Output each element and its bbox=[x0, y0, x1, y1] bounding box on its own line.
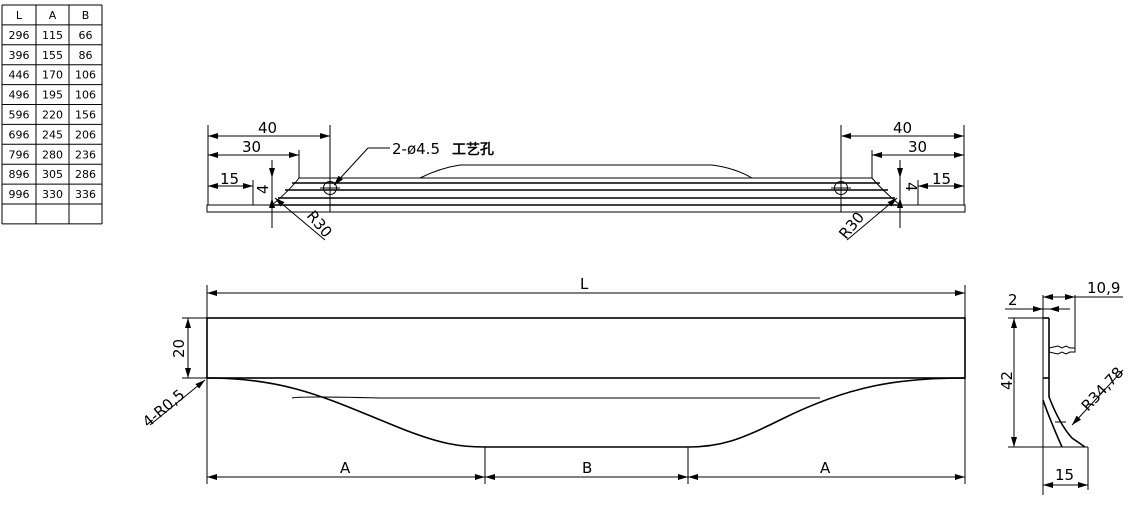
table-cell: 170 bbox=[42, 69, 63, 82]
front-view: L 20 4-R0,5 A B A bbox=[139, 275, 966, 484]
dim-l: L bbox=[580, 275, 589, 293]
hole-note-cn: 工艺孔 bbox=[452, 141, 494, 158]
dim-20: 20 bbox=[170, 339, 188, 358]
table-cell: 286 bbox=[75, 168, 96, 181]
table-cell: 336 bbox=[75, 188, 96, 201]
table-cell: 796 bbox=[9, 148, 30, 161]
table-header: L bbox=[16, 9, 23, 22]
table-cell: 115 bbox=[42, 29, 63, 42]
dim-4-left: 4 bbox=[254, 184, 272, 194]
table-cell: 220 bbox=[42, 109, 63, 122]
table-cell: 596 bbox=[9, 109, 30, 122]
table-cell: 996 bbox=[9, 188, 30, 201]
table-cell: 330 bbox=[42, 188, 63, 201]
dim-30-left: 30 bbox=[242, 138, 261, 156]
table-cell: 896 bbox=[9, 168, 30, 181]
radius-r30-right: R30 bbox=[835, 208, 868, 242]
dim-b: B bbox=[582, 459, 592, 477]
dim-10-9: 10,9 bbox=[1087, 279, 1120, 297]
table-cell: 236 bbox=[75, 148, 96, 161]
hole-note: 2-ø4.5 bbox=[392, 140, 440, 158]
radius-r34-78: R34,78 bbox=[1078, 363, 1128, 414]
dim-a-right: A bbox=[820, 459, 831, 477]
table-cell: 280 bbox=[42, 148, 63, 161]
table-cell: 296 bbox=[9, 29, 30, 42]
table-cell: 245 bbox=[42, 128, 63, 141]
table-cell: 206 bbox=[75, 128, 96, 141]
table-cell: 106 bbox=[75, 89, 96, 102]
dim-2: 2 bbox=[1008, 291, 1018, 309]
table-header: A bbox=[49, 9, 57, 22]
table-cell: 155 bbox=[42, 49, 63, 62]
table-cell: 156 bbox=[75, 109, 96, 122]
table-cell: 496 bbox=[9, 89, 30, 102]
dim-15-left: 15 bbox=[220, 170, 239, 188]
dim-15-right: 15 bbox=[932, 170, 951, 188]
dim-40-left: 40 bbox=[258, 119, 277, 137]
table-header: B bbox=[82, 9, 90, 22]
side-view: 10,9 2 42 R34,78 15 bbox=[998, 279, 1127, 495]
table-cell: 696 bbox=[9, 128, 30, 141]
dim-15-side: 15 bbox=[1055, 466, 1074, 484]
table-cell: 396 bbox=[9, 49, 30, 62]
table-cell: 195 bbox=[42, 89, 63, 102]
corner-radius-note: 4-R0,5 bbox=[139, 386, 188, 431]
dim-30-right: 30 bbox=[908, 138, 927, 156]
dim-42: 42 bbox=[998, 371, 1016, 390]
dimension-table: L A B 296 115 66 396 155 86 446 170 106 496 195 106 596… bbox=[1, 4, 103, 225]
dim-a-left: A bbox=[340, 459, 351, 477]
dim-40-right: 40 bbox=[893, 119, 912, 137]
table-cell: 305 bbox=[42, 168, 63, 181]
table-cell: 106 bbox=[75, 69, 96, 82]
table-cell: 446 bbox=[9, 69, 30, 82]
table-cell: 86 bbox=[79, 49, 93, 62]
table-cell: 66 bbox=[79, 29, 93, 42]
dim-4-right: 4 bbox=[902, 182, 920, 192]
top-view: 40 30 15 4 R30 2-ø4.5 工艺孔 40 30 15 4 R30 bbox=[206, 119, 966, 243]
